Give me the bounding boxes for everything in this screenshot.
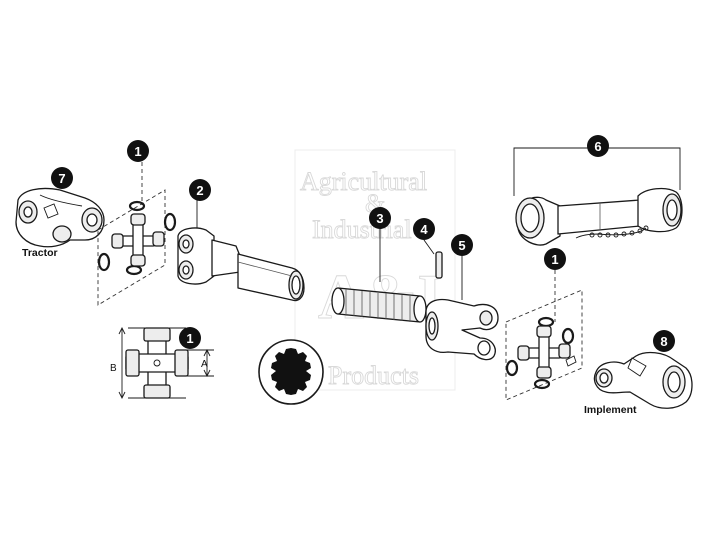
- callout-7-text: 7: [58, 171, 65, 186]
- implement-label: Implement: [584, 404, 637, 416]
- dimension-b-label: B: [110, 363, 117, 374]
- safety-shield-part-6: [513, 147, 683, 246]
- callout-1-cross-text: 1: [186, 331, 193, 346]
- callout-1-cross: 1: [179, 327, 201, 349]
- callout-1-top-text: 1: [134, 144, 141, 159]
- callout-6: 6: [587, 135, 609, 157]
- cross-kit-top-part-1: [97, 162, 177, 306]
- callout-8: 8: [653, 330, 675, 352]
- callout-6-text: 6: [594, 139, 601, 154]
- callout-1-right-text: 1: [551, 252, 558, 267]
- implement-yoke-part-8: [593, 351, 693, 409]
- watermark-line4: Products: [328, 361, 419, 390]
- yoke-and-tube-part-2: [177, 200, 305, 302]
- callout-4: 4: [413, 218, 435, 240]
- watermark: Agricultural & Industrial A&I Products: [294, 149, 456, 391]
- callout-5: 5: [451, 234, 473, 256]
- dimension-a-label: A: [201, 359, 208, 370]
- callout-8-text: 8: [660, 334, 667, 349]
- inner-yoke-part-5: [425, 256, 499, 361]
- callout-1-right: 1: [544, 248, 566, 270]
- callout-3-text: 3: [376, 211, 383, 226]
- cross-dimension-detail-part-1: [118, 326, 214, 400]
- spline-cross-section: [258, 339, 324, 405]
- roll-pin-part-4: [423, 239, 443, 279]
- tractor-label: Tractor: [22, 247, 58, 259]
- callout-2: 2: [189, 179, 211, 201]
- tractor-yoke-part-7: [15, 187, 105, 248]
- callout-2-text: 2: [196, 183, 203, 198]
- watermark-line3: Industrial: [312, 215, 412, 244]
- callout-4-text: 4: [420, 222, 428, 237]
- cross-kit-right-part-1: [505, 270, 583, 401]
- watermark-line1: Agricultural: [300, 167, 427, 196]
- callout-1-top: 1: [127, 140, 149, 162]
- callout-3: 3: [369, 207, 391, 229]
- callout-7: 7: [51, 167, 73, 189]
- callout-5-text: 5: [458, 238, 465, 253]
